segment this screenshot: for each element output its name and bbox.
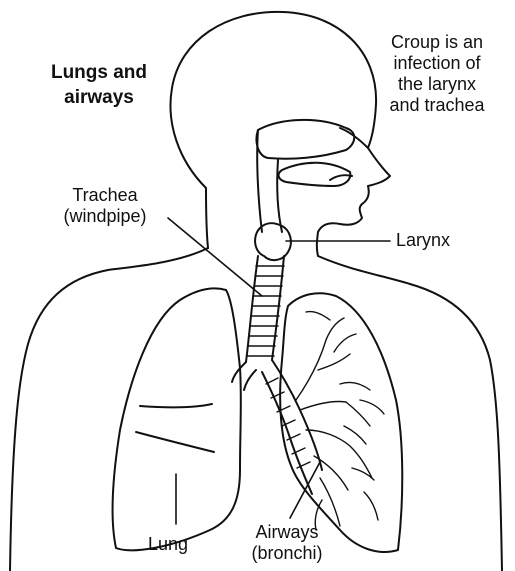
airways-leader-line	[290, 462, 320, 518]
trachea-label-line-1: Trachea	[40, 185, 170, 206]
note-line-2: infection of	[372, 53, 502, 74]
title-line-1: Lungs and	[34, 60, 164, 85]
note-line-1: Croup is an	[372, 32, 502, 53]
airways-label-line-1: Airways	[232, 522, 342, 543]
title-line-2: airways	[34, 85, 164, 110]
airways-label: Airways (bronchi)	[232, 522, 342, 564]
airways-label-line-2: (bronchi)	[232, 543, 342, 564]
lung-label: Lung	[148, 534, 188, 555]
note-line-4: and trachea	[372, 95, 502, 116]
diagram-title: Lungs and airways	[34, 60, 164, 110]
bronchial-tree	[296, 311, 384, 530]
lung-label-text: Lung	[148, 534, 188, 554]
larynx-label: Larynx	[396, 230, 450, 251]
larynx-shape	[255, 223, 291, 260]
croup-note: Croup is an infection of the larynx and …	[372, 32, 502, 116]
left-main-bronchus	[232, 362, 256, 390]
oral-cavity	[279, 163, 351, 186]
lung-left-fissure	[136, 404, 214, 452]
nasal-cavity	[256, 120, 354, 159]
trachea-label-line-2: (windpipe)	[40, 206, 170, 227]
larynx-label-text: Larynx	[396, 230, 450, 250]
body-outline-left	[10, 248, 208, 571]
note-line-3: the larynx	[372, 74, 502, 95]
lung-right	[280, 293, 402, 552]
pharynx	[257, 130, 282, 232]
trachea-label: Trachea (windpipe)	[40, 185, 170, 227]
